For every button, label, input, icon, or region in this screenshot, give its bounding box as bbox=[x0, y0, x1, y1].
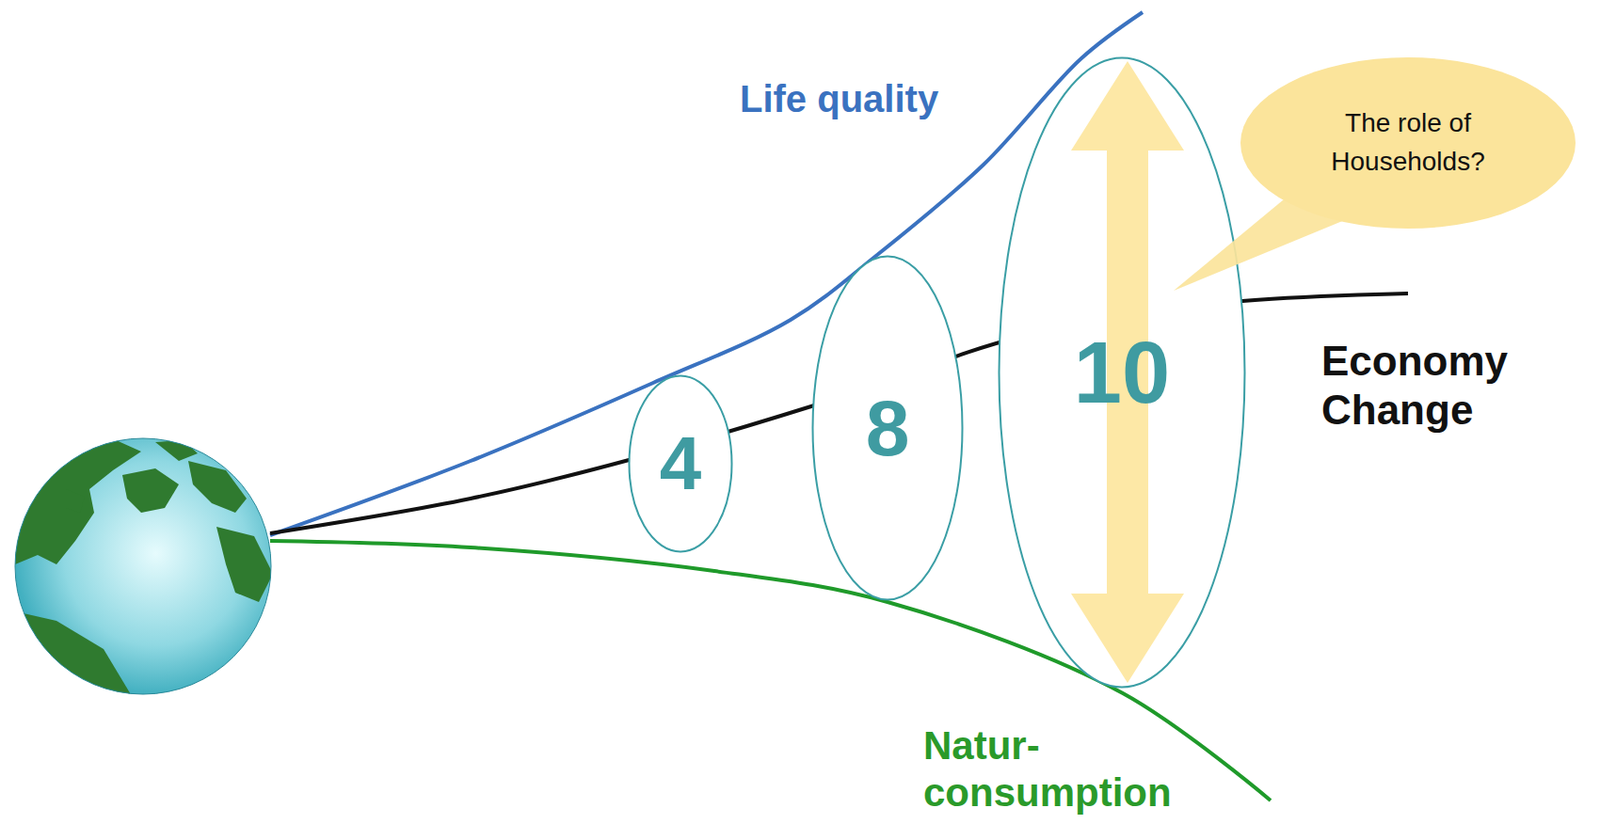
globe bbox=[15, 434, 273, 697]
double-arrow bbox=[1071, 61, 1184, 684]
bubble-body bbox=[1240, 57, 1576, 229]
ellipse-outline bbox=[813, 256, 963, 601]
callout-text: The role of Households? bbox=[1313, 104, 1503, 181]
stage-number: 10 bbox=[1073, 329, 1170, 416]
curve-label: Natur- consumption bbox=[923, 722, 1197, 816]
stage-ellipse: 4 bbox=[627, 374, 734, 554]
stage-ellipse: 10 bbox=[997, 56, 1247, 689]
stage-number: 8 bbox=[865, 388, 911, 468]
speech-bubble: The role of Households? bbox=[1239, 56, 1577, 230]
curve-label: Life quality bbox=[739, 77, 939, 122]
stage-ellipse: 8 bbox=[811, 255, 964, 602]
ellipse-outline bbox=[629, 376, 733, 553]
ellipse-outline bbox=[999, 58, 1246, 688]
bubble-shape bbox=[1239, 56, 1577, 230]
curve-label: Economy Change bbox=[1321, 336, 1538, 435]
stage-number: 4 bbox=[659, 426, 703, 502]
